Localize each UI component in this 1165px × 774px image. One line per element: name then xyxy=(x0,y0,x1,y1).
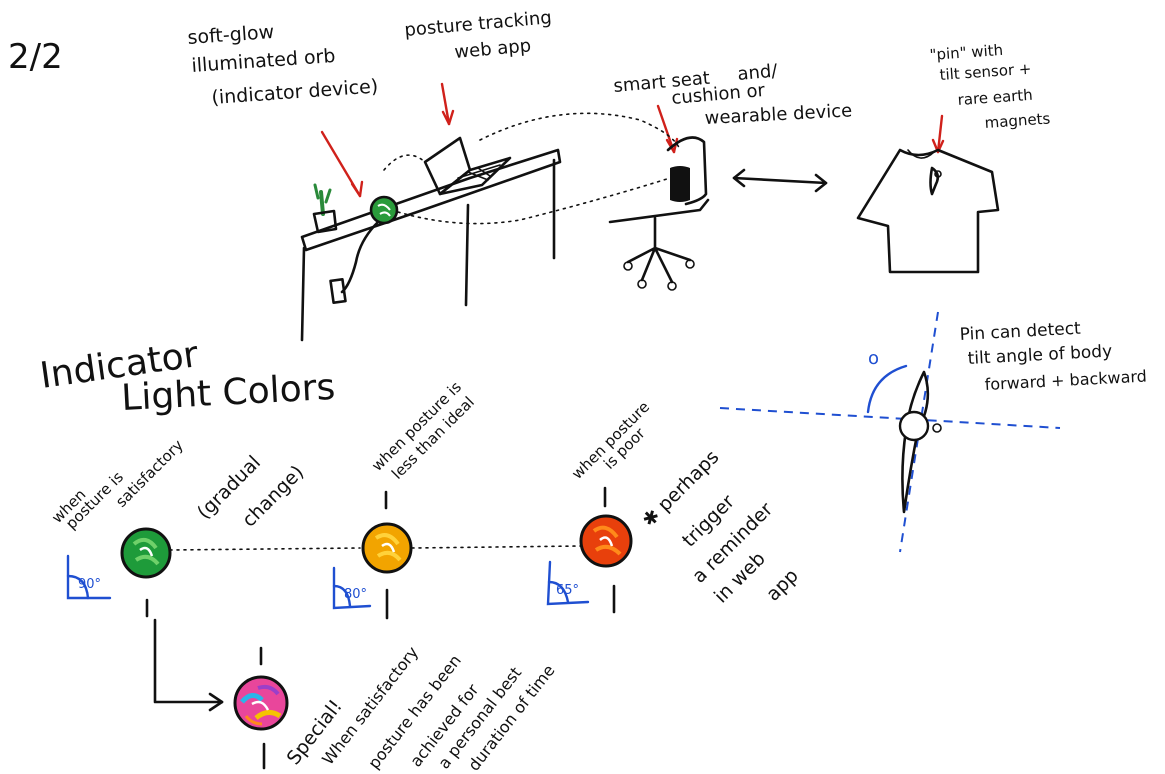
seat-label-line3: wearable device xyxy=(704,100,853,129)
rainbow-orb-icon xyxy=(233,675,289,731)
angle-65-icon: 65° xyxy=(546,560,590,606)
state3-angle: 65° xyxy=(556,583,579,598)
orb-label-line3: (indicator device) xyxy=(211,75,379,109)
tilt-degree-mark: o xyxy=(868,348,879,369)
tshirt xyxy=(856,148,1000,274)
seat-label-and: and/ xyxy=(737,60,780,84)
yellow-orb-icon xyxy=(361,522,413,574)
state1-angle: 90° xyxy=(78,577,101,592)
state-satisfactory: when posture is satisfactory 90° xyxy=(48,436,224,712)
cactus-plant xyxy=(312,183,338,234)
web-app-label-line1: posture tracking xyxy=(404,7,553,41)
green-orb-icon xyxy=(120,527,172,579)
state1-caption-line3: satisfactory xyxy=(112,436,187,511)
office-chair xyxy=(608,136,710,291)
state-poor: when posture is poor 65° xyxy=(546,398,653,614)
reminder-note-line5: app xyxy=(762,565,803,606)
reminder-note: ✱ perhaps trigger a reminder in web app xyxy=(638,446,803,607)
seat-label: smart seat and/ cushion or wearable devi… xyxy=(613,60,853,128)
tilt-pin-icon xyxy=(898,370,942,514)
tilt-diagram: Pin can detect tilt angle of body forwar… xyxy=(719,311,1147,553)
orb-label: soft-glow illuminated orb (indicator dev… xyxy=(187,21,379,109)
tilt-label-line2: tilt angle of body xyxy=(967,341,1112,369)
pin-label-line1: "pin" with xyxy=(929,41,1004,64)
state-less-than-ideal: when posture is less than ideal 80° xyxy=(332,378,478,620)
connection-double-arrow xyxy=(732,168,828,193)
page-label: 2/2 xyxy=(8,37,63,77)
web-app-label: posture tracking web app xyxy=(404,7,553,63)
transition-label: (gradual change) xyxy=(193,451,308,531)
orange-orb-icon xyxy=(579,514,633,568)
orb-label-line2: illuminated orb xyxy=(191,45,336,77)
section-title: Indicator Light Colors xyxy=(38,334,337,419)
pin-label-line3: rare earth xyxy=(957,86,1033,109)
pin-label-line4: magnets xyxy=(984,109,1051,132)
web-app-label-line2: web app xyxy=(454,35,532,63)
pin-icon xyxy=(929,166,942,196)
state-connector xyxy=(169,545,581,551)
desk-orb xyxy=(340,195,399,294)
state-special: Special! When satisfactory posture has b… xyxy=(233,643,559,774)
angle-90-icon: 90° xyxy=(66,554,112,600)
tilt-label-line1: Pin can detect xyxy=(959,319,1081,345)
orb-label-line1: soft-glow xyxy=(187,21,275,49)
desk xyxy=(300,148,562,342)
laptop xyxy=(423,136,512,196)
angle-80-icon: 80° xyxy=(332,566,372,610)
pin-label-line2: tilt sensor + xyxy=(939,60,1032,84)
tilt-label-line3: forward + backward xyxy=(984,367,1147,394)
wireless-links xyxy=(383,112,681,225)
state2-angle: 80° xyxy=(344,587,367,602)
pin-label: "pin" with tilt sensor + rare earth magn… xyxy=(929,41,1051,132)
